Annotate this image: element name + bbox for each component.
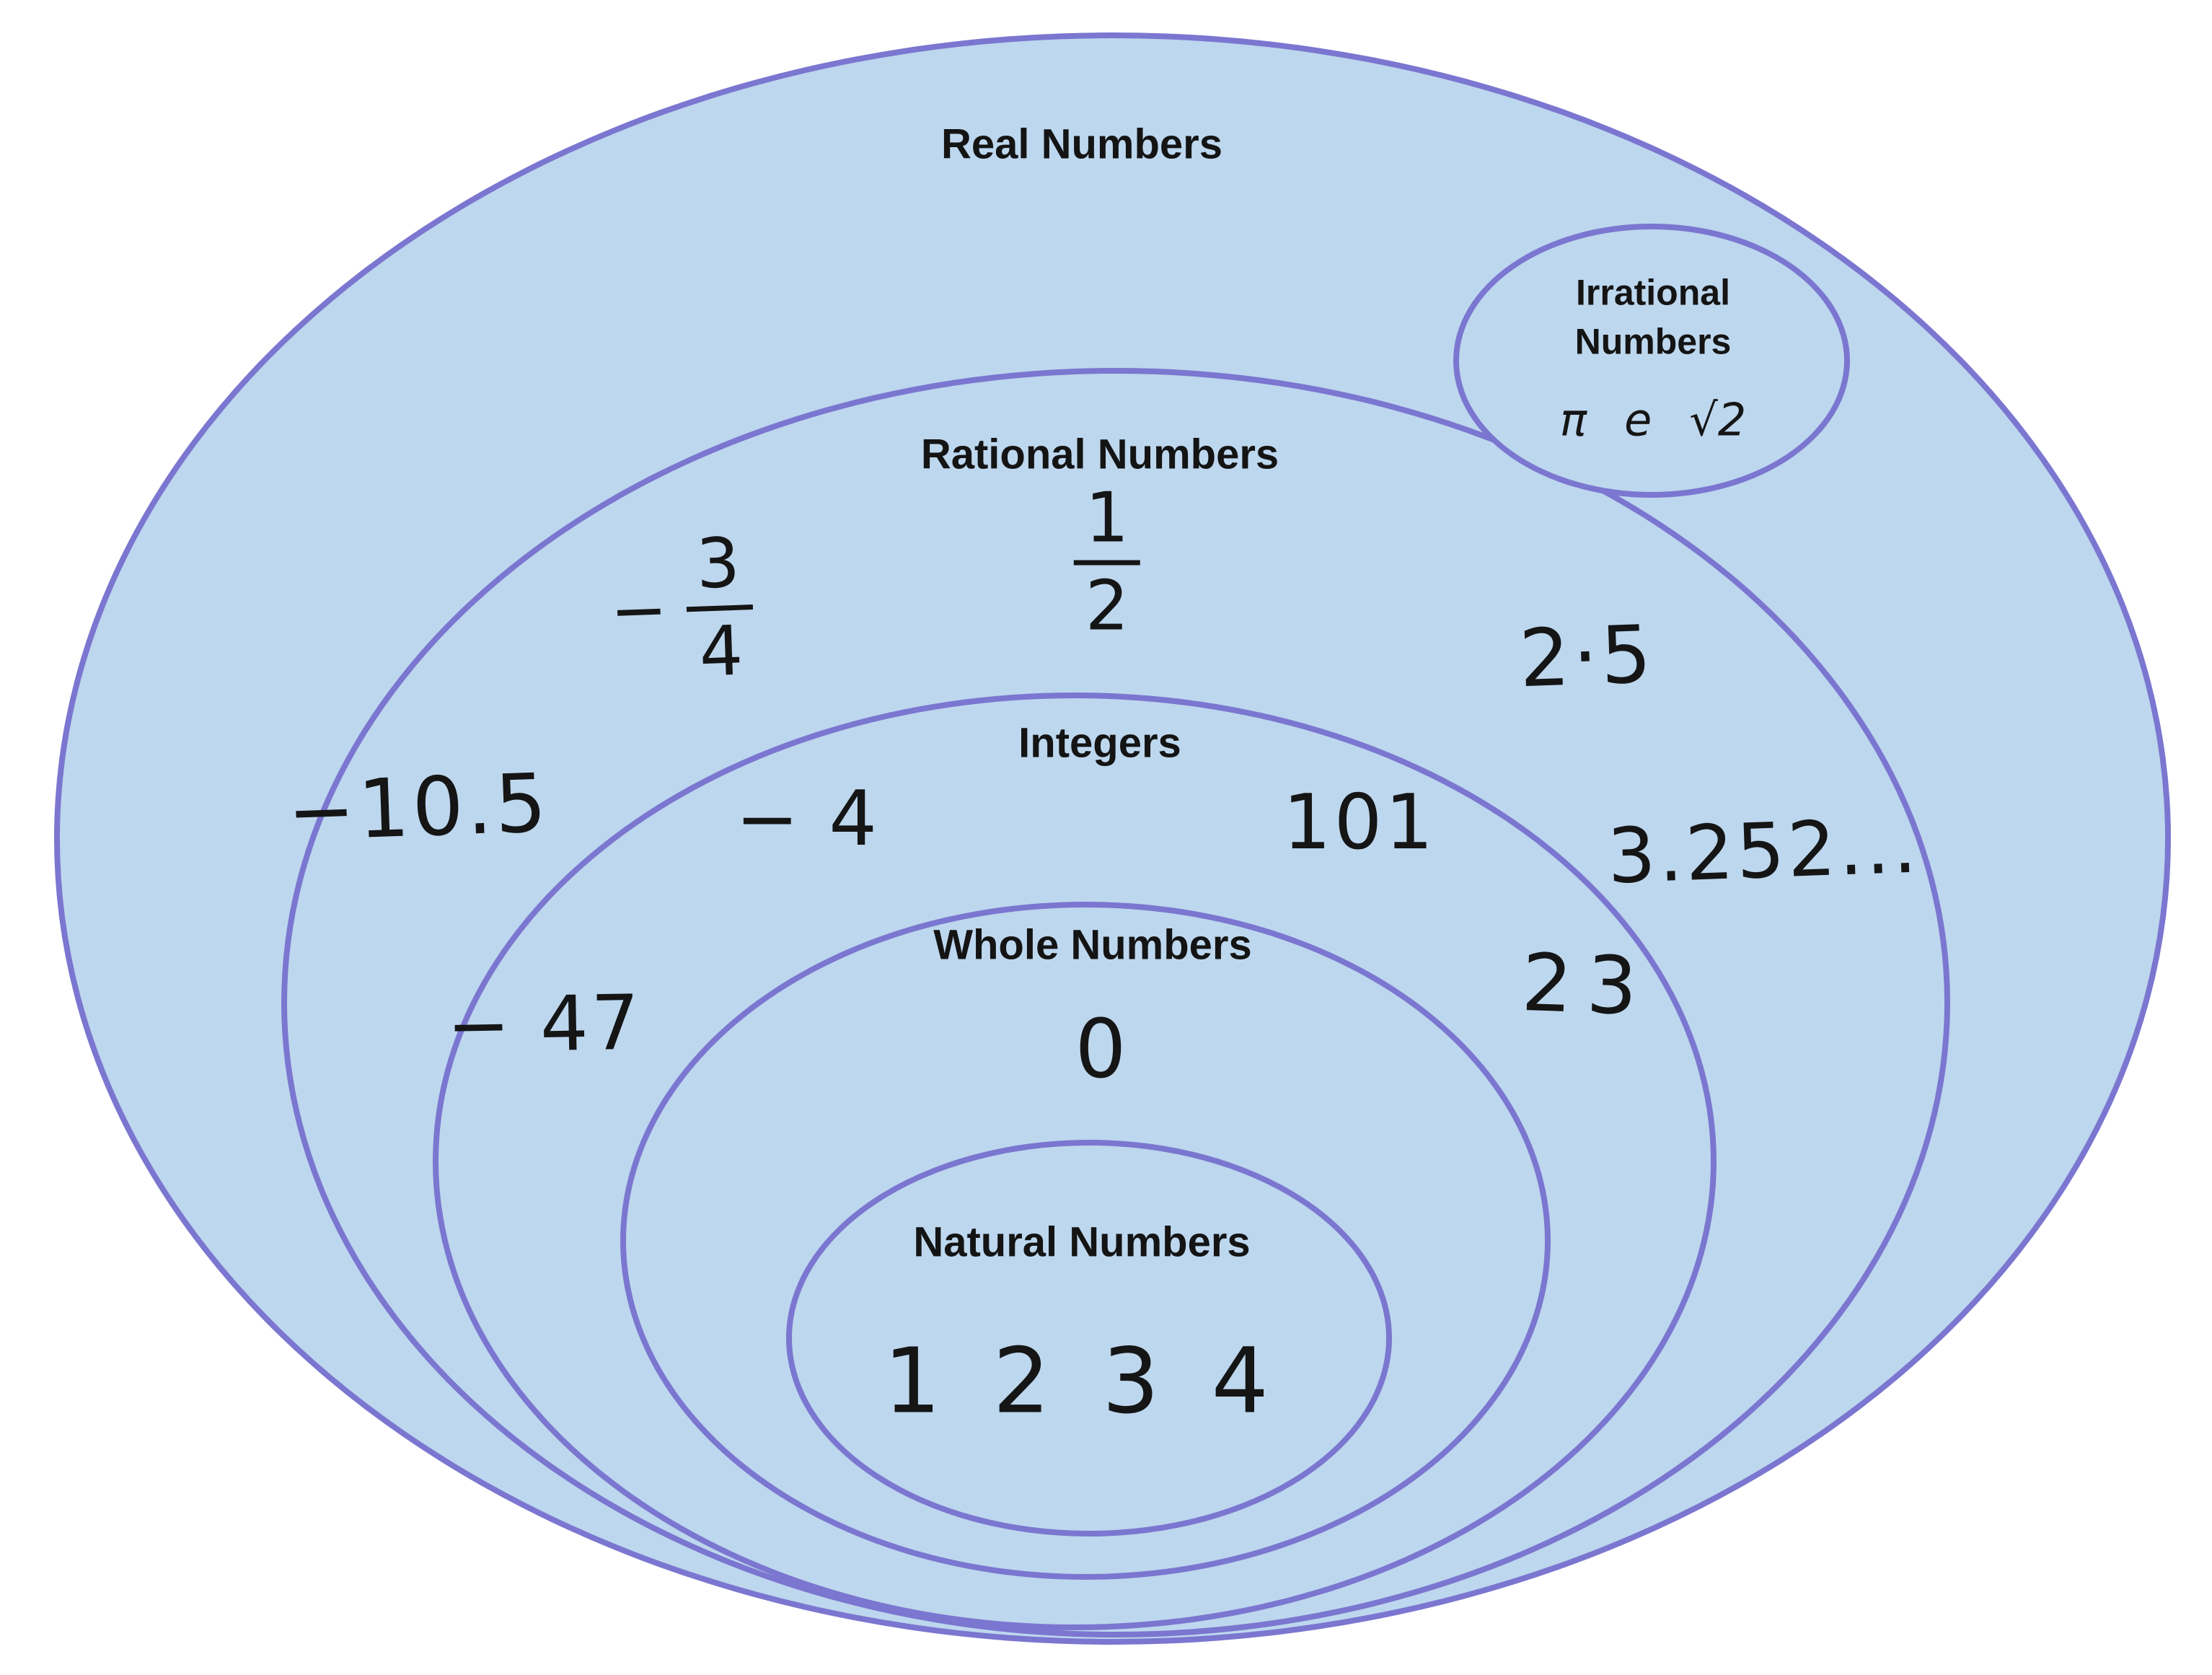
example-one-hundred-one: 101 xyxy=(1282,778,1437,866)
whole-numbers-label: Whole Numbers xyxy=(933,921,1252,969)
example-three-point-252: 3.252... xyxy=(1605,801,1921,901)
example-neg-forty-seven: − 47 xyxy=(446,978,643,1070)
example-neg-ten-point-five: −10.5 xyxy=(286,756,551,860)
pi-symbol: π xyxy=(1559,393,1587,447)
fraction-sign: − xyxy=(609,570,669,651)
example-two-point-five: 2·5 xyxy=(1517,607,1656,705)
rational-numbers-label: Rational Numbers xyxy=(920,431,1279,478)
natural-numbers-ellipse xyxy=(786,1140,1392,1536)
natural-numbers-label: Natural Numbers xyxy=(913,1218,1251,1266)
fraction-numerator: 3 xyxy=(683,524,754,612)
natural-number: 3 xyxy=(1102,1329,1160,1434)
irrational-label-line1: Irrational xyxy=(1576,272,1730,313)
example-twenty-three: 23 xyxy=(1520,936,1654,1034)
integers-label: Integers xyxy=(1018,719,1181,767)
example-one-half: 1 2 xyxy=(1073,484,1141,646)
irrational-numbers-ellipse xyxy=(1453,224,1850,498)
natural-number: 2 xyxy=(992,1329,1050,1434)
sqrt2-symbol: √2 xyxy=(1689,393,1747,447)
example-neg-three-fourths: − 3 4 xyxy=(607,524,756,693)
fraction-denominator: 4 xyxy=(697,611,745,693)
real-numbers-label: Real Numbers xyxy=(940,120,1223,168)
fraction-numerator: 1 xyxy=(1073,484,1141,566)
irrational-symbols: π e √2 xyxy=(1560,394,1746,447)
fraction-denominator: 2 xyxy=(1085,566,1129,646)
example-neg-four: − 4 xyxy=(735,775,881,863)
natural-number: 1 xyxy=(883,1329,941,1434)
irrational-numbers-label: Irrational Numbers xyxy=(1575,269,1732,366)
fraction: 3 4 xyxy=(683,524,756,693)
example-zero: 0 xyxy=(1075,1003,1129,1096)
example-natural-numbers: 1 2 3 4 xyxy=(884,1329,1269,1434)
e-symbol: e xyxy=(1624,393,1652,447)
fraction: 1 2 xyxy=(1073,484,1141,646)
natural-number: 4 xyxy=(1211,1329,1269,1434)
irrational-label-line2: Numbers xyxy=(1574,321,1732,361)
